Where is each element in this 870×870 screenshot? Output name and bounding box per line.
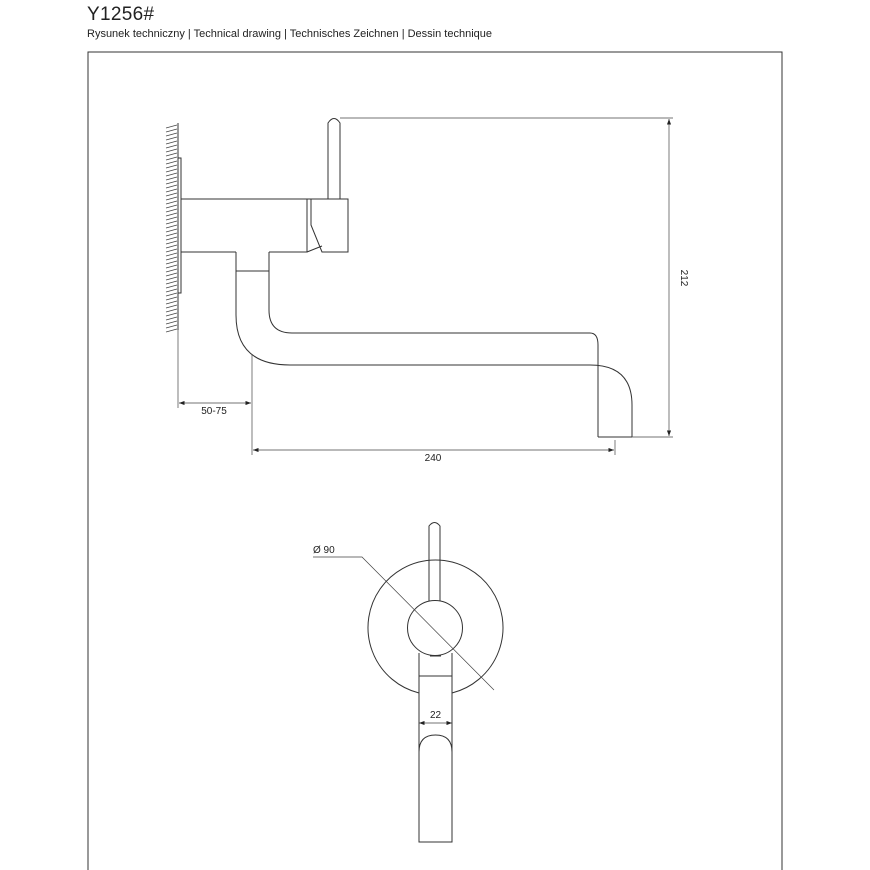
hatch-line [165,236,178,241]
hatch-line [165,188,178,193]
dimension-240: 240 [425,453,442,464]
hatch-line [165,280,178,285]
hatch-line [165,144,178,149]
lever-front [428,522,441,601]
hatch-line [165,176,178,181]
drawing-frame [87,51,783,870]
hatch-line [165,232,178,237]
hatch-line [165,324,178,329]
handle-hub [407,600,463,656]
hatch-line [165,164,178,169]
product-code: Y1256# [87,4,155,25]
dimension-50-75: 50-75 [201,406,227,417]
hatch-line [165,248,178,253]
dimension-diameter-90: Ø 90 [313,545,335,556]
hatch-line [165,288,178,293]
hatch-line [165,312,178,317]
hatch-line [165,196,178,201]
handle-block [306,198,349,253]
hatch-line [165,252,178,257]
hatch-line [165,308,178,313]
hatch-line [165,184,178,189]
hatch-line [165,292,178,297]
hatch-line [165,140,178,145]
hatch-line [165,204,178,209]
hatch-line [165,296,178,301]
wall-plate [177,157,182,294]
hatch-line [165,264,178,269]
hatch-line [165,240,178,245]
hatch-line [165,124,178,129]
lever [327,118,341,199]
dimension-22: 22 [430,710,442,721]
hatch-line [165,212,178,217]
hatch-line [165,284,178,289]
spout-front [418,653,453,843]
hatch-line [165,244,178,249]
hatch-line [165,168,178,173]
hatch-line [165,328,178,333]
hatch-line [165,152,178,157]
hatch-line [165,216,178,221]
spout-outer [235,252,633,437]
hatch-line [165,180,178,185]
hatch-line [165,228,178,233]
hatch-line [165,200,178,205]
hatch-line [165,192,178,197]
hatch-line [165,268,178,273]
wall-hatching [165,124,178,333]
rosette [367,559,504,694]
hatch-line [165,276,178,281]
hatch-line [165,208,178,213]
hatch-line [165,224,178,229]
hatch-line [165,304,178,309]
hatch-line [165,260,178,265]
valve-body [181,198,308,253]
spout-inner [268,252,599,437]
hatch-line [165,320,178,325]
dimension-212: 212 [678,270,689,287]
front-view: Ø 90 22 [313,522,504,843]
hatch-line [165,128,178,133]
hatch-line [165,132,178,137]
hatch-line [165,316,178,321]
drawing-subtitle: Rysunek techniczny | Technical drawing |… [87,28,492,40]
hatch-line [165,148,178,153]
hatch-line [165,300,178,305]
hatch-line [165,256,178,261]
hatch-line [165,160,178,165]
hatch-line [165,220,178,225]
hatch-line [165,156,178,161]
diameter-leader [313,556,495,691]
side-view: 212 50-75 240 [165,117,689,464]
hatch-line [165,136,178,141]
hatch-line [165,172,178,177]
hatch-line [165,272,178,277]
